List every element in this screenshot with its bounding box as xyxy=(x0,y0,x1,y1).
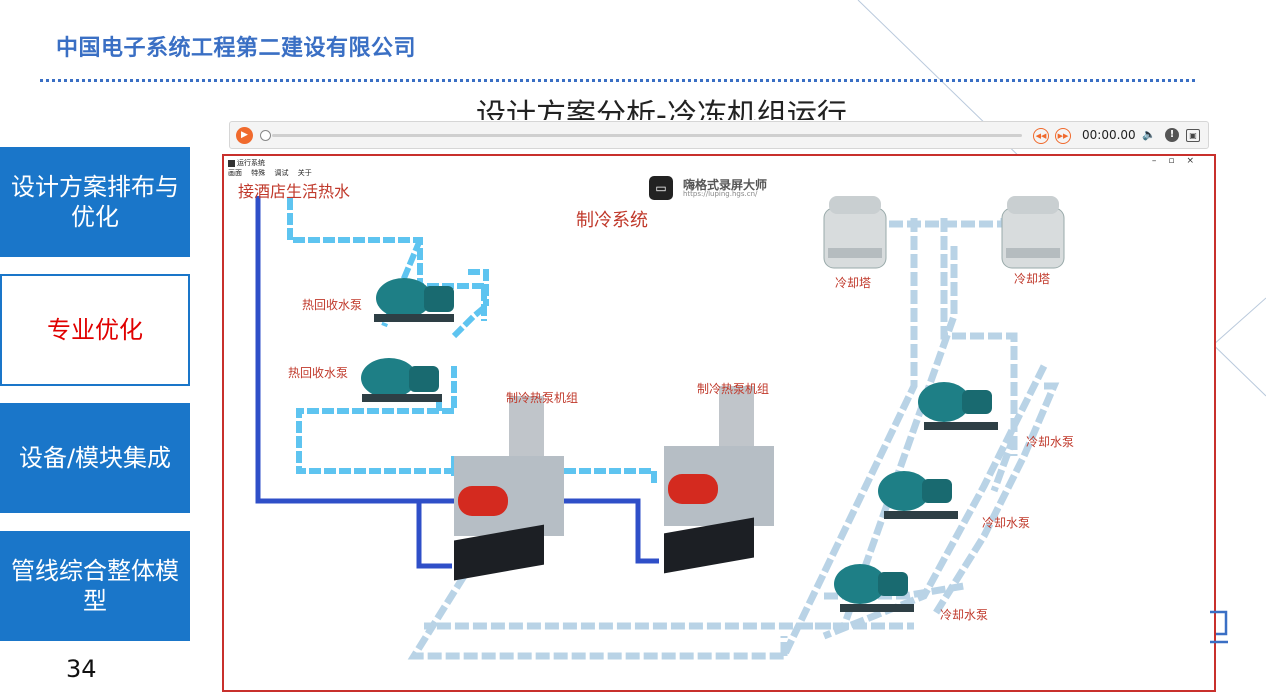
window-title: 运行系统 xyxy=(228,158,265,168)
cooling-pump-1 xyxy=(918,382,998,430)
label-cooling-pump-3: 冷却水泵 xyxy=(940,608,989,622)
label-heat-recovery-pump-2: 热回收水泵 xyxy=(288,366,349,380)
label-cooling-tower-1: 冷却塔 xyxy=(835,276,872,290)
page-number: 34 xyxy=(66,655,97,683)
nav-item-layout-optimization[interactable]: 设计方案排布与优化 xyxy=(0,147,190,257)
playback-time: 00:00.00 xyxy=(1082,128,1136,142)
refrigeration-schematic xyxy=(255,196,1065,660)
menu-item-special[interactable]: 特殊 xyxy=(251,169,266,177)
menu-item-about[interactable]: 关于 xyxy=(297,169,312,177)
window-menu: 画面 特殊 调试 关于 xyxy=(228,168,319,178)
label-chiller-unit-1: 制冷热泵机组 xyxy=(506,391,579,405)
window-controls[interactable]: –▫× xyxy=(1151,156,1206,166)
company-name: 中国电子系统工程第二建设有限公司 xyxy=(56,36,417,61)
screenshot-icon[interactable]: ▣ xyxy=(1186,129,1200,142)
label-heat-recovery-pump-1: 热回收水泵 xyxy=(302,298,363,312)
fast-forward-icon[interactable]: ▶▶ xyxy=(1055,128,1071,144)
heat-recovery-pump-2 xyxy=(361,358,442,402)
label-chiller-unit-2: 制冷热泵机组 xyxy=(697,382,770,396)
label-cooling-tower-2: 冷却塔 xyxy=(1014,272,1051,286)
label-cooling-pump-2: 冷却水泵 xyxy=(982,516,1031,530)
volume-icon[interactable]: 🔈 xyxy=(1142,128,1156,141)
seek-handle[interactable] xyxy=(260,130,271,141)
nav-item-pipeline-model[interactable]: 管线综合整体模型 xyxy=(0,531,190,641)
watermark-title: 嗨格式录屏大师 xyxy=(683,178,768,192)
label-refrigeration-system: 制冷系统 xyxy=(576,210,648,231)
nav-item-professional-optimization[interactable]: 专业优化 xyxy=(0,274,190,386)
cooling-tower-1 xyxy=(823,196,887,269)
cooling-pump-2 xyxy=(878,471,958,519)
header-divider xyxy=(40,79,1195,82)
chiller-unit-1 xyxy=(454,396,564,581)
chiller-unit-2 xyxy=(664,386,774,574)
media-player-bar: ▶ ◀◀ ▶▶ 00:00.00 🔈 ! ▣ xyxy=(229,121,1209,149)
nav-item-label: 设计方案排布与优化 xyxy=(11,173,179,231)
nav-item-equipment-integration[interactable]: 设备/模块集成 xyxy=(0,403,190,513)
label-cooling-pump-1: 冷却水泵 xyxy=(1026,435,1075,449)
watermark-url: https://luping.hgs.cn/ xyxy=(683,190,758,198)
info-icon[interactable]: ! xyxy=(1165,128,1179,142)
corner-logo-fragment xyxy=(1206,608,1230,657)
heat-recovery-pump-1 xyxy=(374,278,454,322)
cooling-pipes xyxy=(407,218,1060,660)
cooling-pump-3 xyxy=(834,564,914,612)
nav-item-label: 管线综合整体模型 xyxy=(11,557,179,615)
cooling-tower-2 xyxy=(1001,196,1065,269)
nav-item-label: 设备/模块集成 xyxy=(18,444,172,472)
seek-bar[interactable] xyxy=(272,134,1022,137)
rewind-icon[interactable]: ◀◀ xyxy=(1033,128,1049,144)
hot-water-pipes xyxy=(287,198,657,486)
menu-item-screen[interactable]: 画面 xyxy=(228,169,242,177)
app-icon xyxy=(228,159,235,167)
menu-item-debug[interactable]: 调试 xyxy=(274,169,289,177)
slide-title: 设计方案分析-冷冻机组运行 xyxy=(476,98,847,120)
label-hot-water: 接酒店生活热水 xyxy=(238,182,351,201)
nav-item-label: 专业优化 xyxy=(47,316,143,344)
video-frame[interactable]: 运行系统 画面 特殊 调试 关于 –▫× xyxy=(222,154,1216,692)
play-icon[interactable]: ▶ xyxy=(236,127,253,144)
camera-icon: ▭ xyxy=(649,176,673,200)
